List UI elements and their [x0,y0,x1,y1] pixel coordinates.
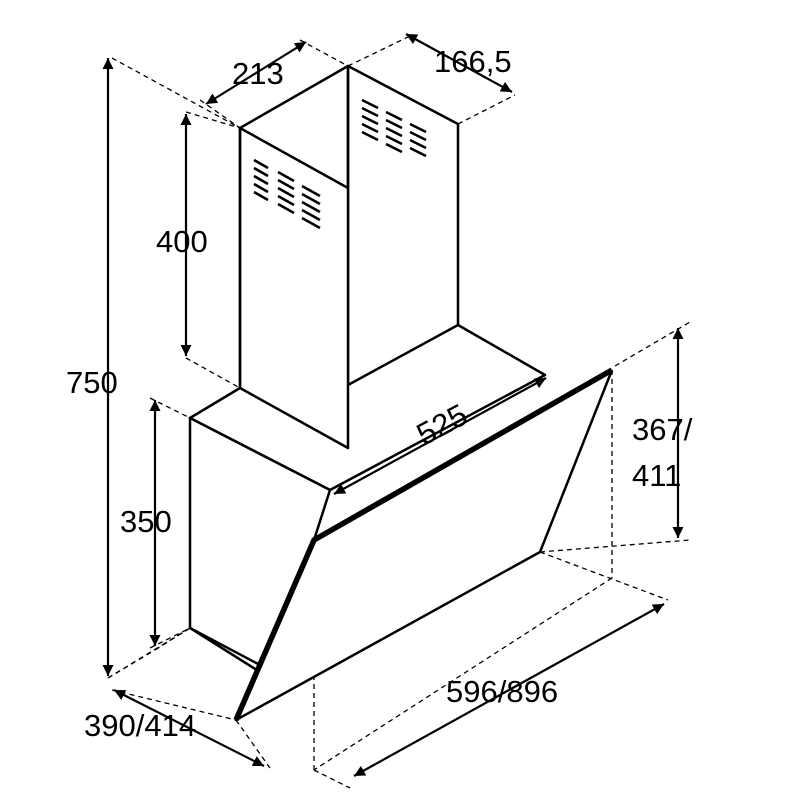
label-depth: 390/414 [84,708,196,743]
label-chimney-depth: 166,5 [434,44,512,79]
arrow-width [353,603,665,777]
label-total-height: 750 [66,365,118,400]
label-chimney-width: 213 [232,56,284,91]
label-glass-height-line2: 411 [632,458,681,493]
arrow-chimney-width [205,41,307,105]
dimension-arrows [102,33,684,777]
label-body-height: 350 [120,504,172,539]
label-chimney-height: 400 [156,224,208,259]
label-glass-height-line1: 367/ [632,412,693,447]
side-vent-slots [361,98,427,158]
chimney [238,64,460,450]
arrow-depth [113,689,265,767]
arrow-glass-length [333,377,547,495]
dimension-labels: 213 166,5 400 750 525 367/ 411 350 596/8… [66,44,693,743]
arrow-chimney-depth [405,33,513,93]
label-width: 596/896 [446,674,558,709]
front-vent-slots [253,158,321,230]
